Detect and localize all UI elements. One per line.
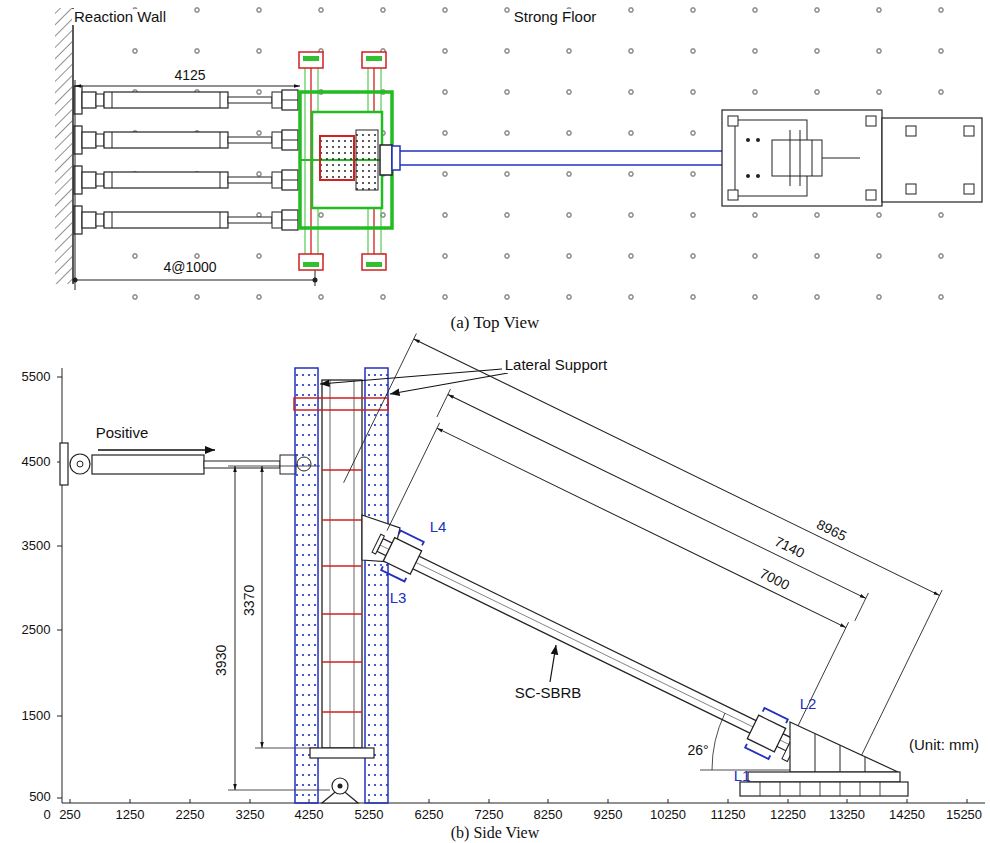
- support-label: Lateral Support: [503, 357, 610, 373]
- dimension: 8965: [813, 516, 851, 545]
- axis-tick: 2250: [176, 808, 205, 822]
- axis-tick: 250: [59, 808, 81, 822]
- gauge-label: L2: [800, 696, 817, 712]
- caption: (b) Side View: [451, 825, 540, 842]
- dimension: 4@1000: [161, 260, 218, 275]
- axis-tick: 5250: [355, 808, 384, 822]
- axis-tick: 6250: [415, 808, 444, 822]
- dimension: 3370: [243, 582, 258, 617]
- gauge-label: L1: [734, 768, 751, 784]
- axis-tick: 14250: [889, 808, 925, 822]
- wall-label: Reaction Wall: [72, 9, 168, 25]
- dimension: 3930: [215, 642, 230, 677]
- axis-tick: 4250: [295, 808, 324, 822]
- unit-note: (Unit: mm): [909, 737, 979, 753]
- floor-label: Strong Floor: [512, 9, 599, 25]
- axis-tick: 1250: [116, 808, 145, 822]
- axis-tick: 15250: [946, 808, 982, 822]
- gauge-label: L4: [430, 519, 447, 535]
- axis-tick: 8250: [534, 808, 563, 822]
- axis-tick: 9250: [594, 808, 623, 822]
- axis-tick: 7250: [475, 808, 504, 822]
- brace-label: SC-SBRB: [513, 685, 584, 701]
- axis-tick: 4500: [22, 455, 51, 469]
- axis-tick: 0: [43, 808, 50, 822]
- axis-tick: 11250: [710, 808, 745, 822]
- angle-label: 26°: [685, 743, 710, 758]
- axis-tick: 12250: [770, 808, 806, 822]
- axis-tick: 10250: [650, 808, 686, 822]
- dimension: 7000: [756, 565, 794, 594]
- caption: (a) Top View: [451, 314, 540, 332]
- axis-tick: 2500: [22, 623, 51, 637]
- axis-tick: 3500: [22, 539, 51, 553]
- dimension: 7140: [771, 533, 809, 562]
- axis-tick: 3250: [236, 808, 265, 822]
- axis-tick: 13250: [829, 808, 865, 822]
- gauge-label: L3: [390, 590, 407, 606]
- axis-tick: 500: [29, 790, 51, 804]
- axis-tick: 1500: [22, 709, 51, 723]
- dimension: 4125: [172, 68, 207, 83]
- axis-tick: 5500: [22, 370, 51, 384]
- direction-label: Positive: [96, 425, 149, 441]
